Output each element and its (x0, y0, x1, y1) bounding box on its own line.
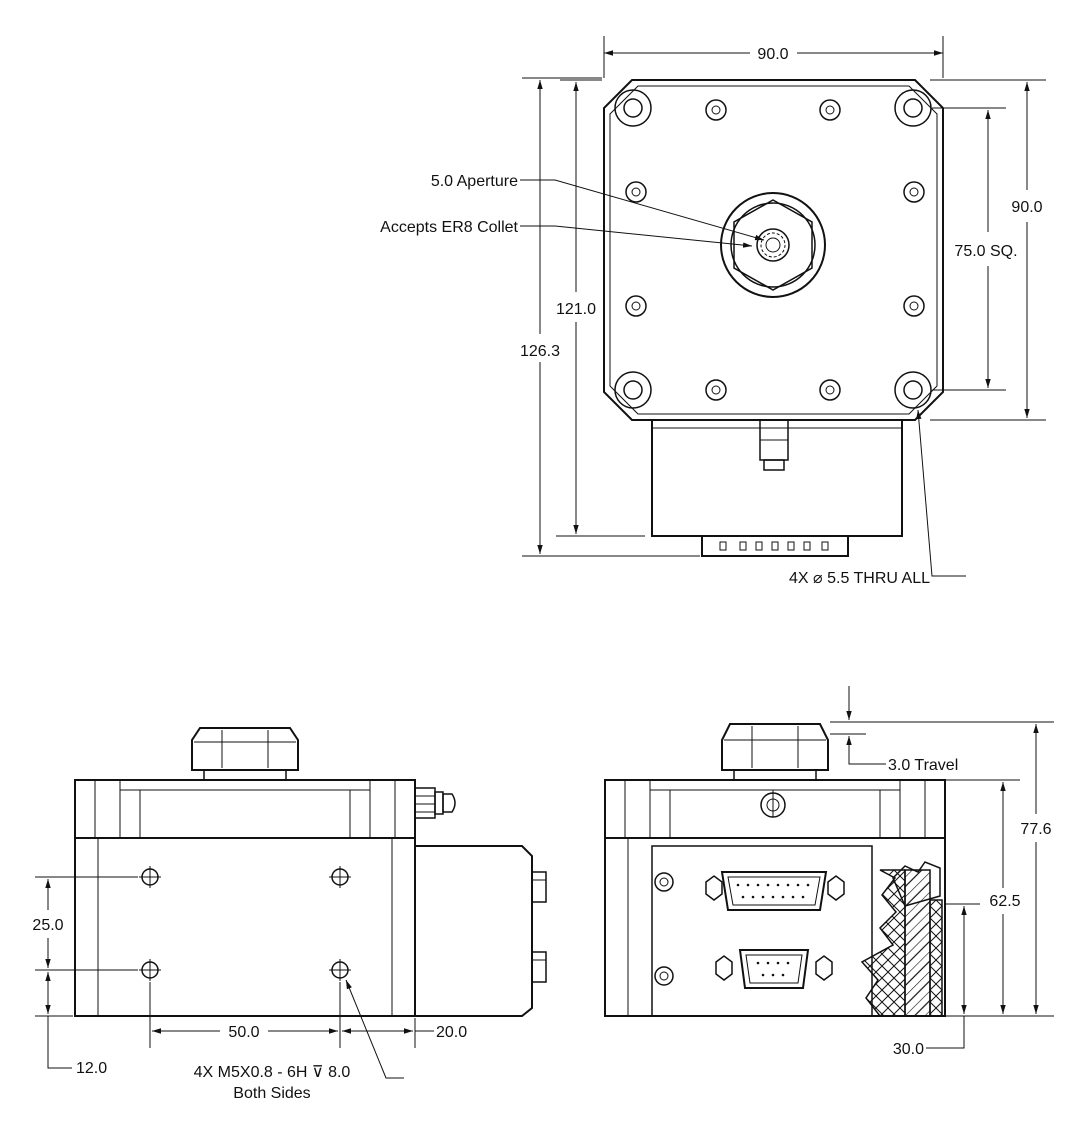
connector-pin (719, 541, 829, 551)
dim-side-offset: 20.0 (436, 1024, 467, 1041)
db9-connector (715, 949, 833, 989)
dim-height-121: 121.0 (556, 301, 596, 318)
dim-right-height: 90.0 (1011, 199, 1042, 216)
top-view: 90.0 90.0 75.0 SQ. 121.0 126.3 5.0 Apert… (380, 36, 1046, 587)
corner-hole (614, 89, 932, 409)
side-view: 25.0 12.0 50.0 20.0 4X M5X0.8 - 6H ⊽ 8.0… (32, 727, 547, 1102)
screw-hole (654, 872, 674, 986)
label-both-sides: Both Sides (233, 1085, 310, 1102)
rear-view: 3.0 Travel 77.6 62.5 30.0 (604, 686, 1054, 1058)
tapped-hole (139, 866, 351, 981)
dim-hole-offset: 12.0 (76, 1060, 107, 1077)
dim-height-30: 30.0 (893, 1041, 924, 1058)
label-travel: 3.0 Travel (888, 757, 958, 774)
label-aperture: 5.0 Aperture (431, 173, 518, 190)
dim-hole-pitch-v: 25.0 (32, 917, 63, 934)
collet-nut (720, 192, 826, 298)
dim-hole-pitch-h: 50.0 (228, 1024, 259, 1041)
dim-height-77: 77.6 (1020, 821, 1051, 838)
dim-height-62: 62.5 (989, 893, 1020, 910)
dim-height-126: 126.3 (520, 343, 560, 360)
dim-square: 75.0 SQ. (954, 243, 1017, 260)
screw-hole (625, 99, 925, 401)
label-tapped-holes: 4X M5X0.8 - 6H ⊽ 8.0 (194, 1064, 351, 1081)
label-collet: Accepts ER8 Collet (380, 219, 518, 236)
db25-connector (705, 871, 845, 911)
label-thru-holes: 4X ⌀ 5.5 THRU ALL (789, 570, 930, 587)
dim-top-width: 90.0 (757, 46, 788, 63)
